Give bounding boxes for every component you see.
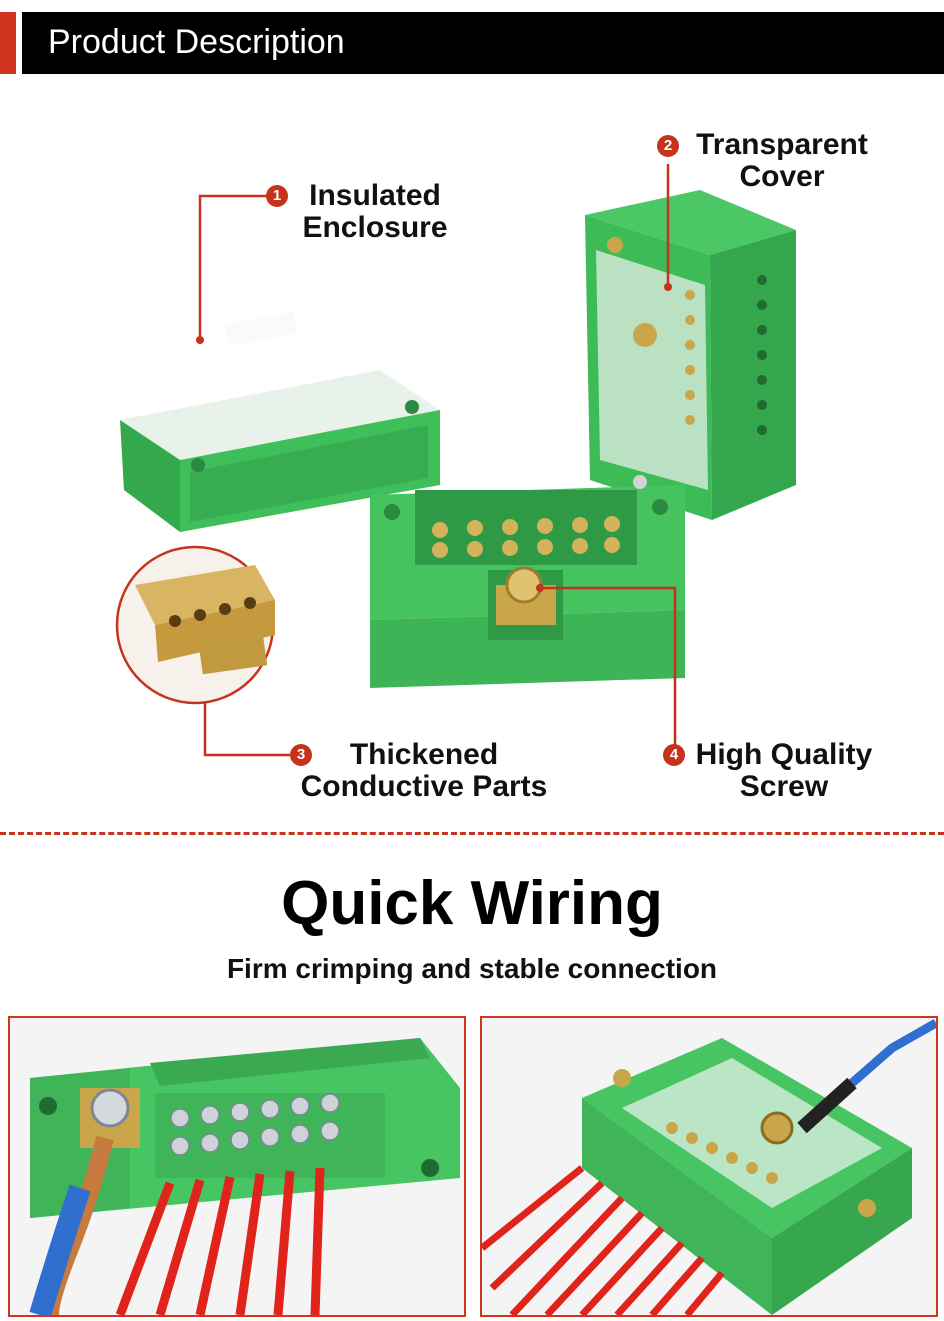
callout-1-line1: Insulated [309,179,441,212]
callout-3-line1: Thickened [349,738,499,771]
header-bar [22,12,944,74]
callout-4-line2: Screw [739,770,829,803]
callout-4-line1: High Quality [695,738,873,771]
callout-2-line1: Transparent [696,128,868,161]
callout-3-text: Thickened Conductive Parts [288,739,560,803]
callout-2-line2: Cover [739,160,825,193]
callout-4-text: High Quality Screw [686,739,882,803]
callout-1-text: Insulated Enclosure [290,180,460,244]
callout-3-badge: 3 [290,744,312,766]
callout-leader-lines [198,164,677,757]
enclosure-box-front [370,475,685,688]
enclosure-box-left [120,311,440,532]
wiring-photo-right [480,1016,938,1317]
callout-1-badge: 1 [266,185,288,207]
callout-4-badge: 4 [663,744,685,766]
callout-3-line2: Conductive Parts [300,770,548,803]
wiring-title: Quick Wiring [281,869,663,938]
enclosure-box-right [585,190,796,520]
header-accent [0,12,16,74]
callout-2-text: Transparent Cover [682,129,882,193]
callout-2-badge: 2 [657,135,679,157]
wiring-photo-left [8,1016,466,1317]
section-divider [0,832,944,835]
brass-detail-photo [115,545,275,705]
callout-1-line2: Enclosure [302,211,448,244]
wiring-subtitle: Firm crimping and stable connection [226,953,718,984]
product-photo [115,164,796,757]
header-title: Product Description [48,23,345,61]
